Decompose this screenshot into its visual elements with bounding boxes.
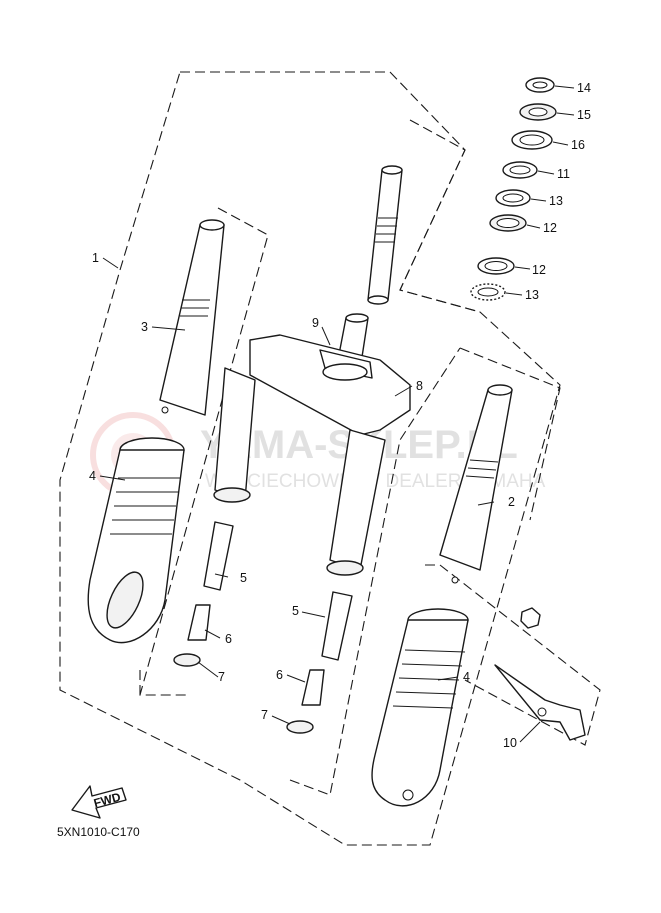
fwd-arrow: FWD bbox=[71, 785, 127, 819]
callout-5-right: 5 bbox=[292, 604, 299, 618]
ball-bearing-13-upper bbox=[495, 189, 531, 207]
left-spring bbox=[203, 521, 234, 591]
callout-4-right: 4 bbox=[463, 670, 470, 684]
callout-13-lower: 13 bbox=[525, 288, 539, 302]
diagram-code: 5XN1010-C170 bbox=[57, 825, 140, 839]
callout-6-left: 6 bbox=[225, 632, 232, 646]
steering-stem bbox=[335, 165, 403, 371]
left-leg-outline bbox=[139, 207, 269, 696]
callout-10: 10 bbox=[503, 736, 517, 750]
callout-7-right: 7 bbox=[261, 708, 268, 722]
callout-14: 14 bbox=[577, 81, 591, 95]
left-outer-tube bbox=[87, 437, 185, 644]
right-damper-rod bbox=[301, 669, 325, 706]
bearing-group-outline bbox=[399, 119, 481, 313]
callout-7-left: 7 bbox=[218, 670, 225, 684]
leader-lines bbox=[99, 85, 575, 743]
under-bracket bbox=[213, 334, 411, 576]
left-damper-rod bbox=[187, 604, 211, 641]
washer-15 bbox=[519, 103, 557, 121]
callout-11: 11 bbox=[557, 167, 570, 181]
callout-15: 15 bbox=[577, 108, 591, 122]
ring-nut bbox=[525, 77, 555, 93]
axle-nut bbox=[520, 607, 541, 629]
callout-8: 8 bbox=[416, 379, 423, 393]
ball-bearing-13-lower bbox=[470, 283, 506, 301]
fwd-arrow-icon bbox=[71, 785, 127, 819]
callout-9: 9 bbox=[312, 316, 319, 330]
callout-2: 2 bbox=[508, 495, 515, 509]
right-leg-outline bbox=[289, 347, 561, 796]
right-spring bbox=[321, 591, 353, 661]
cable-bracket bbox=[494, 664, 586, 741]
left-inner-tube bbox=[159, 219, 225, 416]
callout-6-right: 6 bbox=[276, 668, 283, 682]
callout-12-lower: 12 bbox=[532, 263, 546, 277]
right-inner-tube bbox=[439, 384, 513, 584]
right-outer-tube bbox=[371, 608, 469, 807]
ball-race-12-lower bbox=[477, 257, 515, 275]
callout-5-left: 5 bbox=[240, 571, 247, 585]
fwd-label: FWD bbox=[92, 790, 122, 811]
ball-race-11 bbox=[502, 161, 538, 179]
callout-16: 16 bbox=[571, 138, 585, 152]
callout-4-left: 4 bbox=[89, 469, 96, 483]
ball-race-12-upper bbox=[489, 214, 527, 232]
left-oil-lock-piece bbox=[173, 653, 201, 667]
callout-12-upper: 12 bbox=[543, 221, 557, 235]
callout-3: 3 bbox=[141, 320, 148, 334]
callout-1: 1 bbox=[92, 251, 99, 265]
right-oil-lock-piece bbox=[286, 720, 314, 734]
dust-cover-16 bbox=[511, 130, 553, 150]
bracket-outline bbox=[425, 564, 601, 746]
callout-numbers: 1 2 3 4 4 5 5 6 6 7 7 8 9 10 11 12 12 13… bbox=[89, 81, 591, 750]
callout-13-upper: 13 bbox=[549, 194, 563, 208]
